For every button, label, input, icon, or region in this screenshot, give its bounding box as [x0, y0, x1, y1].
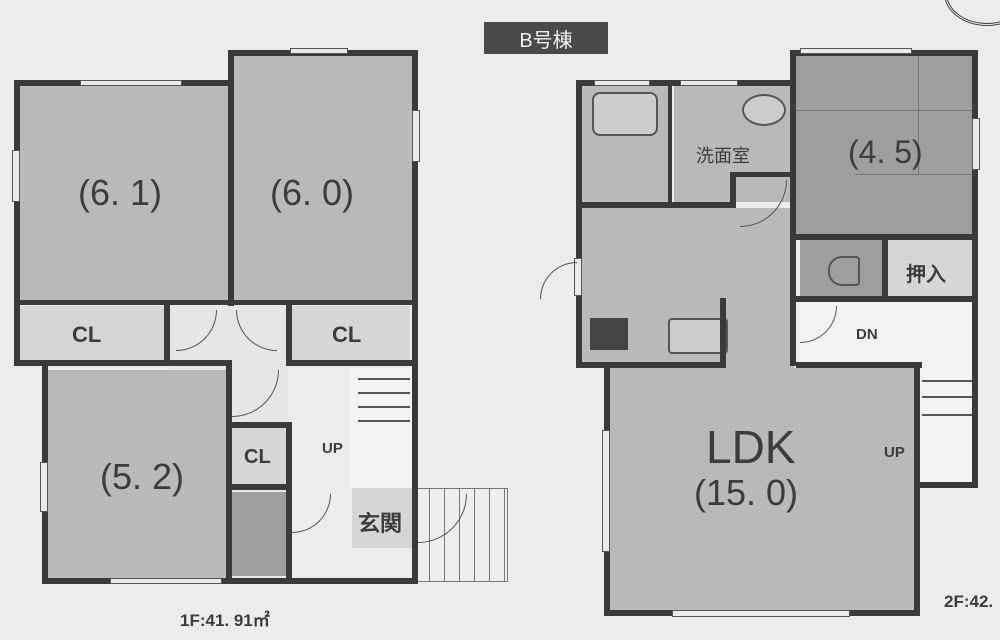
- sink-icon: [742, 94, 786, 126]
- washroom-label: 洗面室: [696, 146, 750, 166]
- room-6-0-label: (6. 0): [270, 172, 355, 213]
- stairs-1f: [350, 368, 412, 488]
- closet-1-label: CL: [72, 322, 102, 347]
- kitchen-sink-icon: [668, 318, 728, 354]
- closet-2: [292, 306, 410, 360]
- stairs-down-label: DN: [856, 326, 878, 343]
- ldk: [610, 368, 918, 612]
- stairs-2f-up: [918, 362, 974, 482]
- bathtub-icon: [592, 92, 658, 136]
- entrance-label: 玄関: [358, 511, 403, 536]
- oshiire-label: 押入: [906, 264, 946, 286]
- room-6-1: [20, 84, 228, 300]
- room-5-2: [48, 370, 226, 578]
- closet-3: [232, 428, 286, 484]
- closet-3-label: CL: [244, 446, 271, 468]
- building-title: B号棟: [484, 22, 608, 54]
- room-4-5: [796, 54, 972, 234]
- toilet-icon: [828, 256, 860, 286]
- stairs-up-label-1f: UP: [322, 440, 343, 457]
- stairs-up-label-2f: UP: [884, 444, 905, 461]
- ldk-size-label: (15. 0): [694, 472, 799, 513]
- room-6-0: [234, 54, 412, 300]
- closet-2-label: CL: [332, 322, 362, 347]
- room-4-5-label: (4. 5): [848, 134, 923, 170]
- stove-icon: [590, 318, 628, 350]
- floor-1-area: 1F:41. 91㎡: [180, 611, 270, 630]
- room-6-1-label: (6. 1): [78, 172, 163, 213]
- entrance: [352, 488, 412, 548]
- compass-icon: [944, 0, 1000, 26]
- porch: [414, 488, 508, 582]
- room-5-2-label: (5. 2): [100, 456, 185, 497]
- stairs-2f: [800, 302, 972, 362]
- oshiire: [888, 240, 972, 296]
- closet-1: [20, 306, 164, 360]
- toilet-1f: [232, 492, 286, 576]
- ldk-label: LDK: [706, 421, 796, 473]
- floor-2-area: 2F:42.: [944, 592, 994, 611]
